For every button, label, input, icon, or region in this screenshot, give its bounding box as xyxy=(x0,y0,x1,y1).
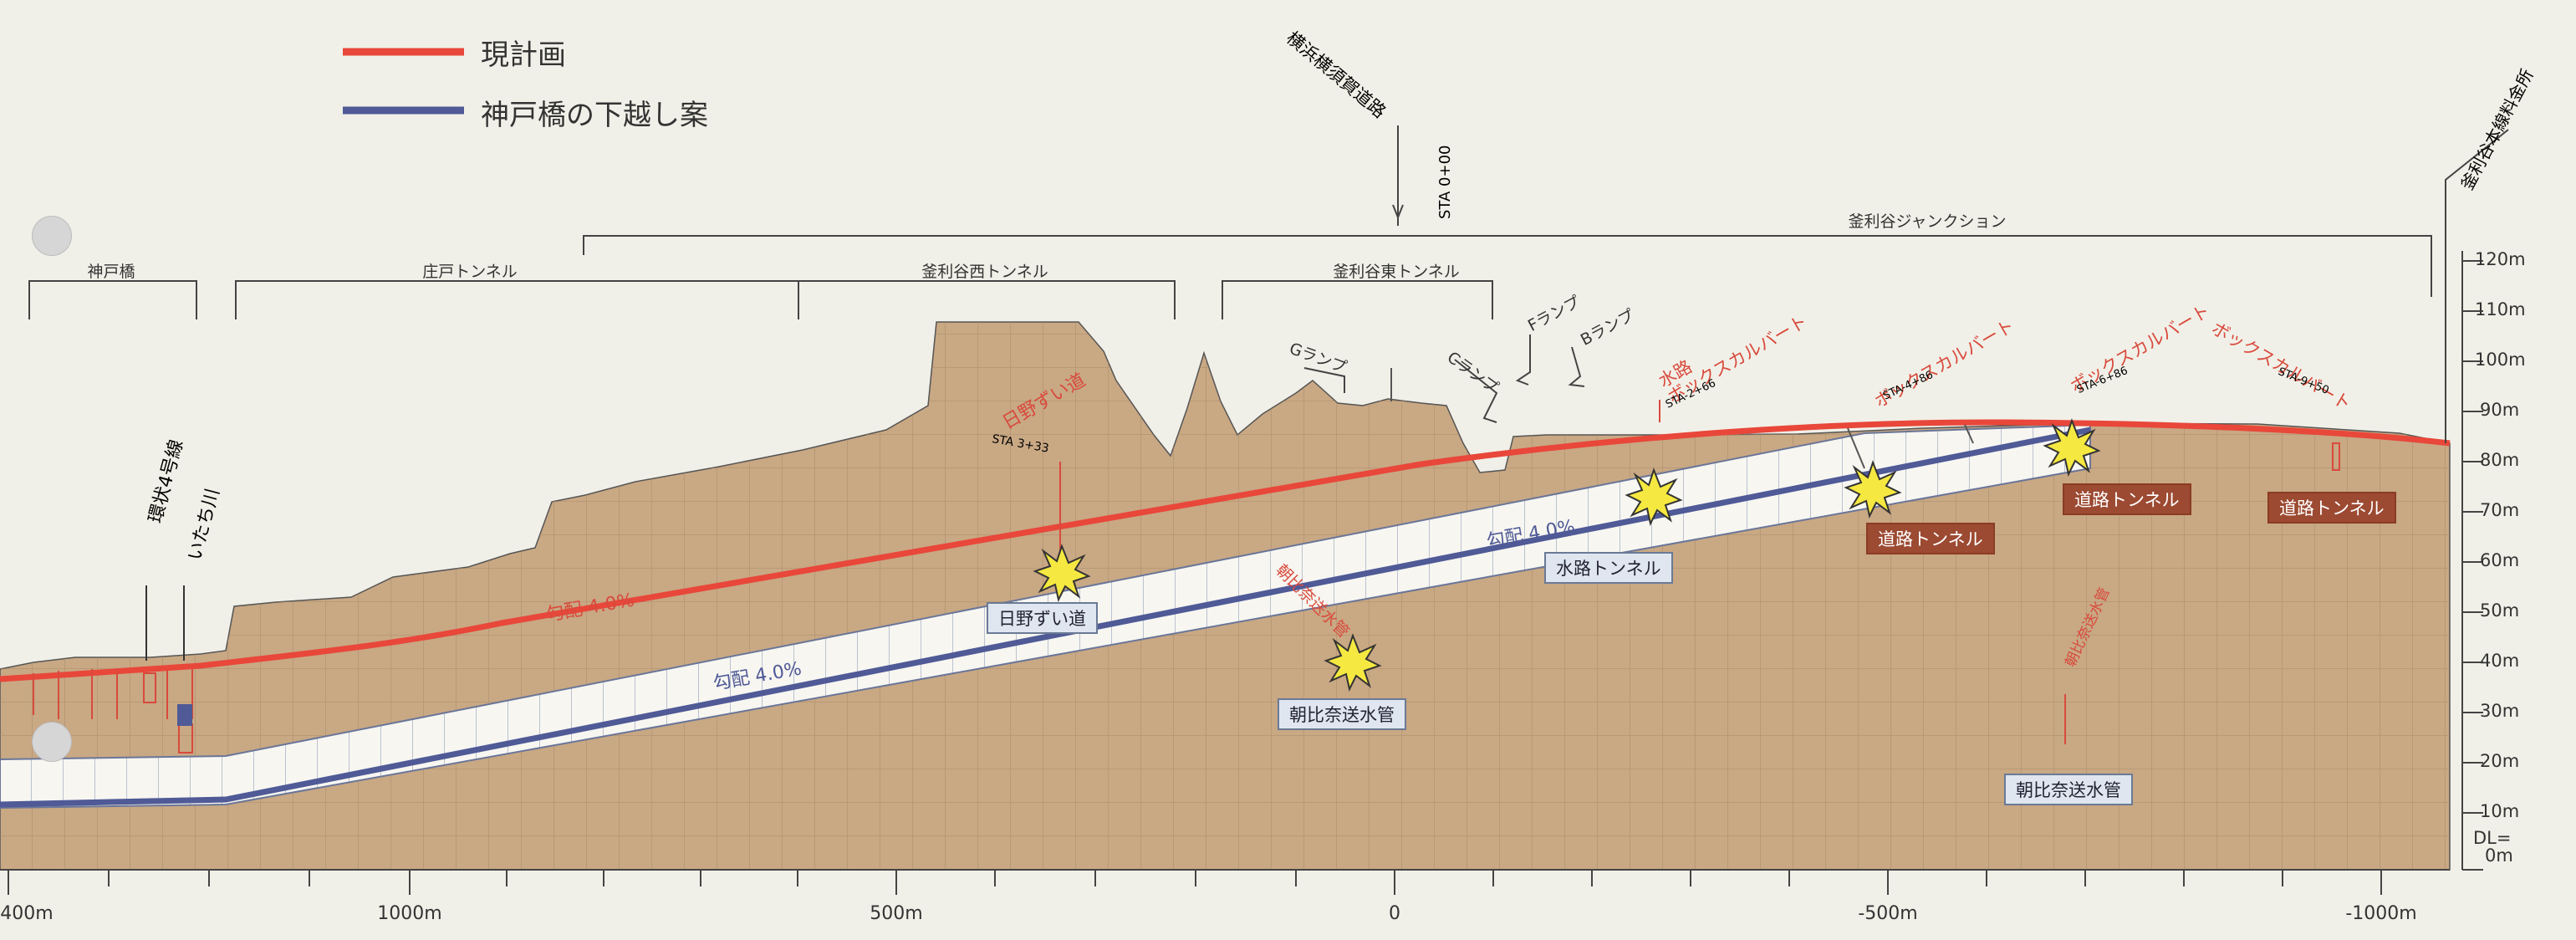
elev-110m: 110m xyxy=(2475,299,2526,319)
toll-gate-label: 釜利谷本線料金所 xyxy=(2456,65,2538,194)
yokohama-road-label: 横浜横須賀道路 xyxy=(1283,28,1390,122)
elev-90m: 90m xyxy=(2480,400,2520,420)
gradient-undercross-mid-label: 勾配 4.0% xyxy=(712,658,803,695)
asahina-red-right-label: 朝比奈送水管 xyxy=(2062,585,2114,670)
road-tunnel-box-1: 道路トンネル xyxy=(1866,523,1995,554)
elev-100m: 100m xyxy=(2475,350,2526,370)
elev-datum-line1: DL= xyxy=(2473,828,2512,848)
elev-60m: 60m xyxy=(2480,550,2520,570)
elev-40m: 40m xyxy=(2480,651,2520,671)
x-tick-neg1000m: -1000m xyxy=(2345,903,2417,924)
undercross-plan-line xyxy=(0,427,2091,808)
elev-10m: 10m xyxy=(2480,801,2520,821)
elev-120m: 120m xyxy=(2475,249,2526,269)
punch-hole-top xyxy=(32,216,72,256)
current-plan-line xyxy=(0,419,2451,682)
asahina-red-label: 朝比奈送水管 xyxy=(1272,560,1353,642)
gradient-current-label: 勾配 4.0% xyxy=(544,590,636,626)
ramp-c-label: Cランプ xyxy=(1443,348,1502,398)
ramp-b-label: Bランプ xyxy=(1577,305,1638,350)
water-tunnel-box: 水路トンネル xyxy=(1544,552,1673,584)
suiro-box-label: 水路 ボックスカルバート xyxy=(1655,296,1811,407)
sta-zero-label: STA 0+00 xyxy=(1436,145,1454,220)
elev-30m: 30m xyxy=(2480,701,2520,721)
section-kobe-bridge: 神戸橋 xyxy=(87,263,135,281)
asahina-pipe-right-box: 朝比奈送水管 xyxy=(2004,774,2133,805)
itachi-river-label: いたち川 xyxy=(184,486,224,564)
section-east-tunnel: 釜利谷東トンネル xyxy=(1333,263,1460,281)
junction-label: 釜利谷ジャンクション xyxy=(1848,212,2007,231)
x-axis xyxy=(0,869,2450,895)
legend-current-label: 現計画 xyxy=(481,38,566,72)
hino-road-box: 日野ずい道 xyxy=(987,602,1098,634)
legend-undercross-label: 神戸橋の下越し案 xyxy=(481,99,708,132)
elev-50m: 50m xyxy=(2480,600,2520,621)
elev-20m: 20m xyxy=(2480,751,2520,771)
x-tick-400m: 400m xyxy=(0,903,54,924)
section-shodo-tunnel: 庄戸トンネル xyxy=(422,263,518,281)
road-tunnel-box-2: 道路トンネル xyxy=(2063,483,2191,515)
ramp-f-label: Fランプ xyxy=(1524,292,1584,335)
ramp-g-label: Gランプ xyxy=(1287,339,1349,377)
elevation-scale xyxy=(2445,129,2509,871)
elev-datum-line2: 0m xyxy=(2485,845,2513,866)
section-brackets xyxy=(28,125,2432,319)
elev-datum: DL= 0m xyxy=(2473,830,2513,865)
x-tick-neg500m: -500m xyxy=(1858,903,1918,924)
x-tick-0: 0 xyxy=(1389,903,1400,924)
x-tick-500m: 500m xyxy=(870,903,923,924)
leader-lines xyxy=(1059,400,2340,744)
route4-label: 環状4号線 xyxy=(145,437,188,526)
elev-70m: 70m xyxy=(2480,500,2520,520)
asahina-pipe-box: 朝比奈送水管 xyxy=(1278,698,1406,730)
section-west-tunnel: 釜利谷西トンネル xyxy=(921,263,1048,281)
x-tick-1000m: 1000m xyxy=(377,903,442,924)
gradient-undercross-right-label: 勾配 4.0% xyxy=(1485,516,1577,553)
hino-sta-label: STA 3+33 xyxy=(991,432,1050,456)
hino-road-red-label: 日野ずい道 xyxy=(999,370,1089,434)
punch-hole-bottom xyxy=(32,722,72,762)
road-tunnel-box-3: 道路トンネル xyxy=(2267,492,2396,524)
elev-80m: 80m xyxy=(2480,450,2520,470)
conflict-markers xyxy=(1033,418,2101,692)
